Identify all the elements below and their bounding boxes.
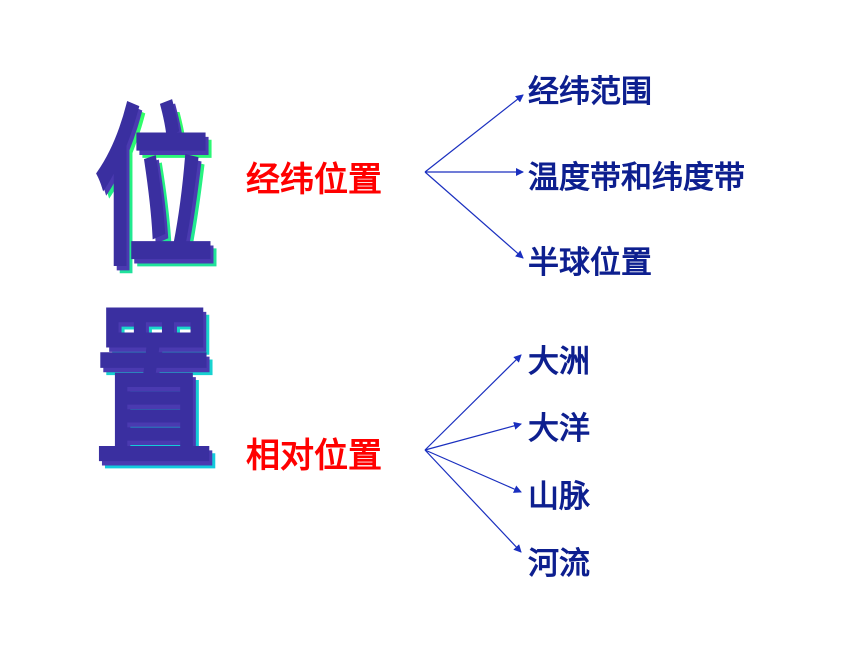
leaf-heliu: 河流 <box>528 546 590 582</box>
leaf-dazhou: 大洲 <box>528 344 590 380</box>
arrow-to-shanmai <box>424 449 522 493</box>
leaf-dayang: 大洋 <box>528 411 590 447</box>
leaf-jingwei-fanwei: 经纬范围 <box>528 74 652 110</box>
arrow-to-banqiu-weizhi <box>424 171 524 259</box>
category-xiangdui-weizhi: 相对位置 <box>246 436 382 476</box>
title-char-wei: 位 <box>100 97 220 300</box>
arrow-to-jingwei-fanwei <box>424 94 524 173</box>
title-char-zhi: 置 <box>100 297 220 500</box>
arrow-to-heliu <box>424 449 522 553</box>
category-jingwei-weizhi: 经纬位置 <box>246 160 382 200</box>
leaf-banqiu-weizhi: 半球位置 <box>528 245 652 281</box>
leaf-shanmai: 山脉 <box>528 479 590 515</box>
arrow-to-dazhou <box>424 354 522 451</box>
leaf-wendudai-weidudai: 温度带和纬度带 <box>528 160 745 196</box>
arrow-to-dayang <box>424 421 522 451</box>
